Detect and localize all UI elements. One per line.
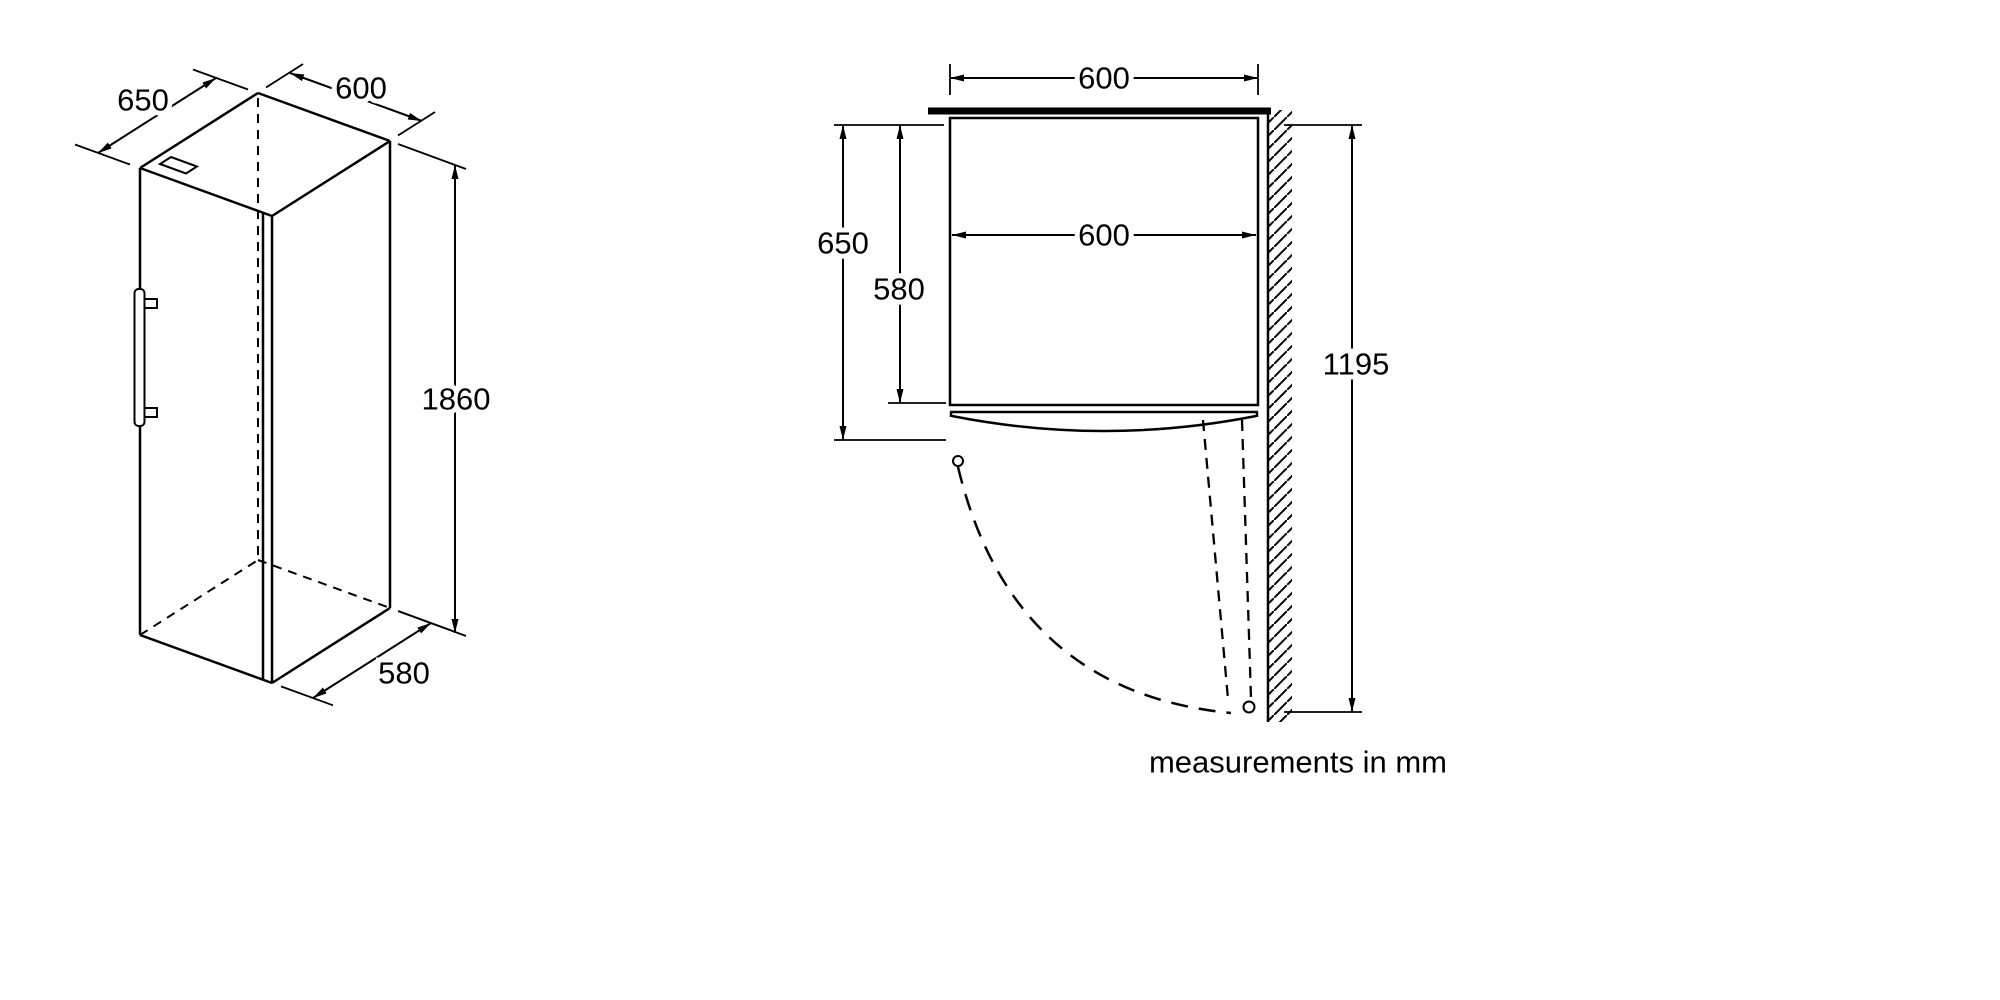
dimension-line <box>289 72 423 122</box>
dim-plan-depth-body-label: 580 <box>873 272 925 307</box>
extension-line <box>397 143 467 170</box>
open-door-edge <box>1201 419 1230 700</box>
dimension-line <box>312 622 432 699</box>
wall-hatching <box>1269 110 1292 722</box>
door-front-curve <box>951 414 1257 433</box>
edge-line <box>139 633 273 685</box>
dim-plan-width-top: 600 <box>949 56 1259 101</box>
units-note: measurements in mm <box>1149 745 1447 780</box>
dimension-line <box>97 77 217 154</box>
hidden-edge-line <box>257 559 391 609</box>
extension-line <box>265 63 304 89</box>
hinge-plate <box>157 155 200 175</box>
door-handle <box>133 288 158 427</box>
dim-plan-depth-body: 580 <box>868 125 946 404</box>
dim-width-top-label: 600 <box>335 71 387 106</box>
door-hinge-marker <box>1242 700 1256 714</box>
isometric-view: 650 600 1860 580 <box>74 63 495 707</box>
edge-line <box>271 139 391 218</box>
door-swing-arc <box>956 466 1232 715</box>
handle-bar <box>133 288 146 427</box>
door-edge-marker <box>952 455 964 467</box>
hidden-edge-line <box>139 559 259 636</box>
dim-height: 1860 <box>397 143 495 637</box>
dim-depth-top: 650 <box>74 68 249 166</box>
dim-door-clearance-label: 1195 <box>1323 347 1390 382</box>
edge-line <box>139 166 273 218</box>
dim-width-top: 600 <box>265 63 436 137</box>
extension-line <box>74 143 131 166</box>
fridge-body-isometric <box>138 91 392 685</box>
dim-plan-width-inner-label: 600 <box>1078 218 1130 253</box>
open-door-edge <box>1240 419 1253 699</box>
dim-depth-bottom: 580 <box>280 610 452 707</box>
handle-mount <box>143 407 158 418</box>
extension-line <box>397 111 436 137</box>
plan-view: 600 650 580 600 1195 <box>812 56 1394 722</box>
handle-mount <box>143 298 158 309</box>
dim-door-clearance: 1195 <box>1284 124 1394 713</box>
edge-line <box>271 606 391 685</box>
dim-plan-depth-total-label: 650 <box>817 226 869 261</box>
fridge-body-plan <box>948 116 1260 407</box>
door-open <box>952 419 1256 715</box>
dim-height-label: 1860 <box>422 382 491 417</box>
dim-plan-depth-total: 650 <box>812 124 946 441</box>
extension-line <box>280 685 334 707</box>
dim-depth-top-label: 650 <box>117 83 169 118</box>
door-closed <box>949 410 1259 433</box>
dim-depth-bottom-label: 580 <box>378 656 430 691</box>
extension-line <box>398 610 452 632</box>
dim-plan-width-inner: 600 <box>952 213 1256 258</box>
dim-plan-width-top-label: 600 <box>1078 61 1130 96</box>
extension-line <box>192 68 249 91</box>
